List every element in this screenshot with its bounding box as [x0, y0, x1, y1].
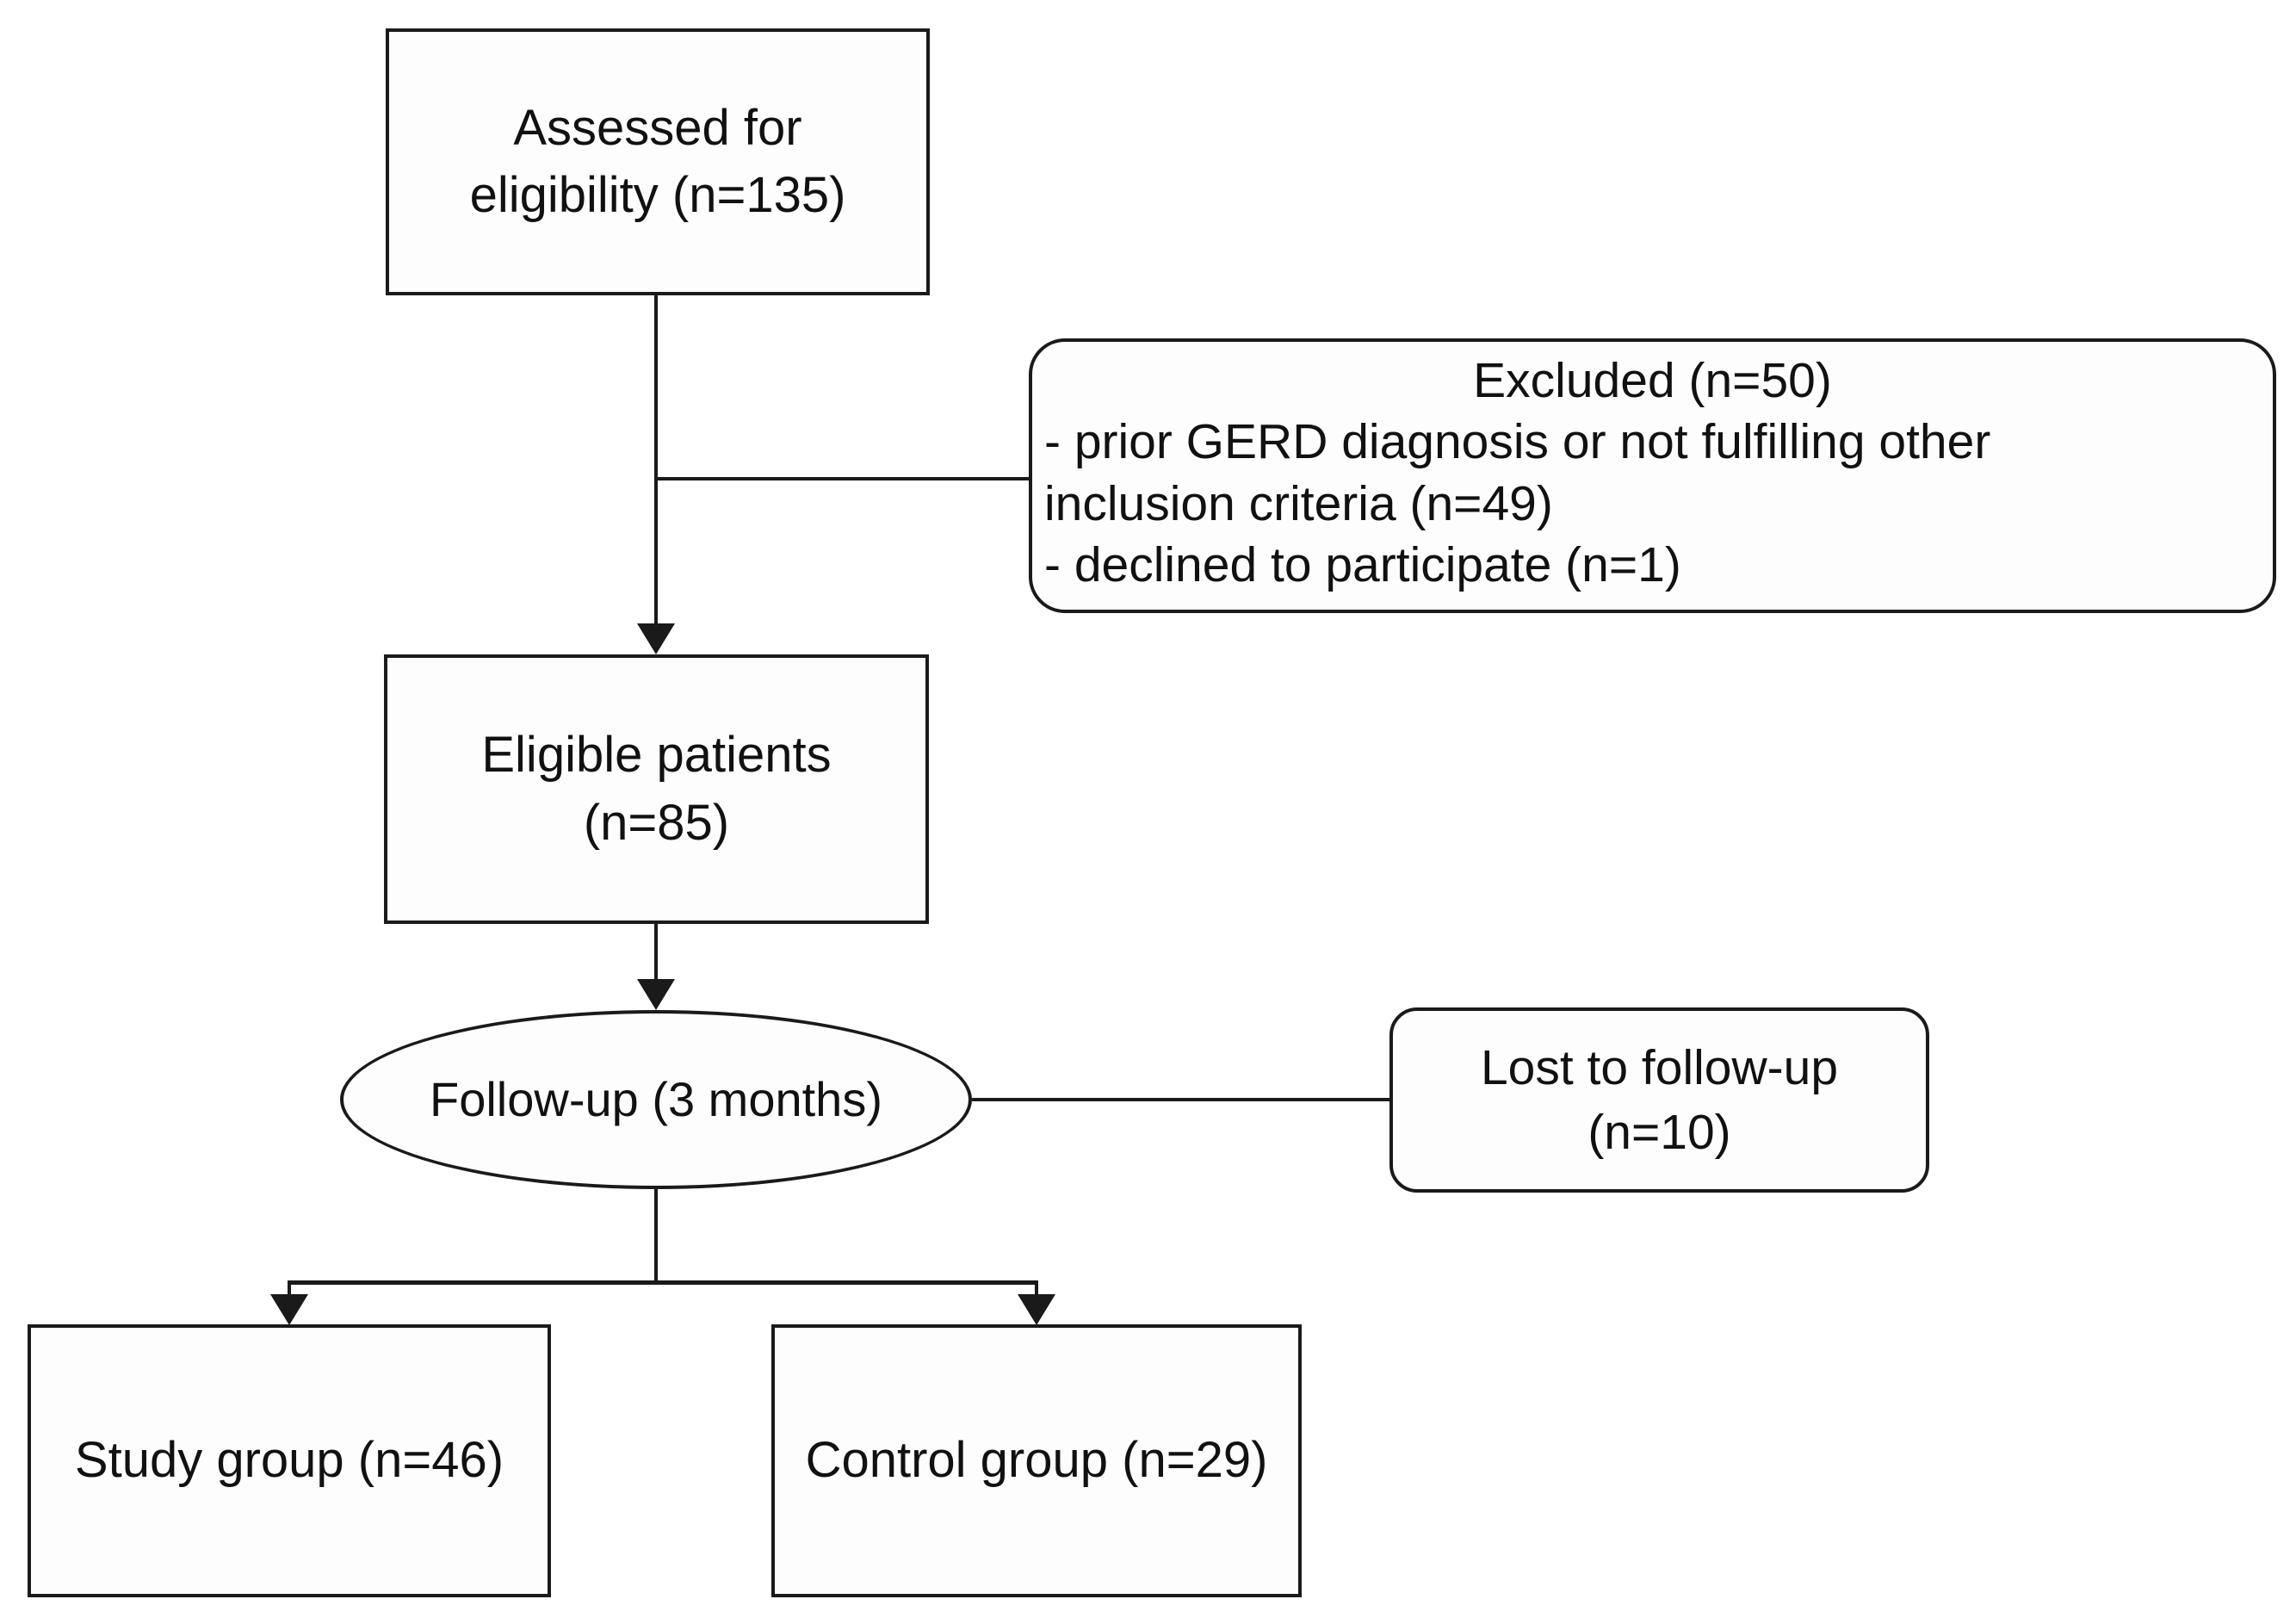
excluded-reason-2: - declined to participate (n=1)	[1044, 536, 1681, 592]
arrowhead-into-eligible-icon	[637, 623, 675, 654]
branch-bar	[288, 1280, 1038, 1285]
study-group-box: Study group (n=46)	[28, 1324, 551, 1597]
arrowhead-into-control-icon	[1018, 1294, 1055, 1325]
assessed-for-eligibility-label: Assessed for eligibility (n=135)	[469, 99, 846, 223]
arrowhead-into-followup-icon	[637, 979, 675, 1010]
eligible-patients-box: Eligible patients (n=85)	[384, 654, 929, 924]
lost-to-follow-up-label: Lost to follow-up (n=10)	[1480, 1040, 1839, 1160]
branch-stem-right	[1035, 1280, 1038, 1299]
excluded-reason-1: - prior GERD diagnosis or not fulfilling…	[1044, 414, 1991, 531]
connector-assessed-to-eligible	[654, 295, 658, 627]
connector-followup-to-lost	[972, 1098, 1389, 1101]
connector-followup-to-branch	[654, 1188, 658, 1284]
connector-eligible-to-followup	[654, 924, 658, 982]
follow-up-label: Follow-up (3 months)	[430, 1072, 882, 1127]
branch-stem-left	[288, 1280, 291, 1299]
control-group-label: Control group (n=29)	[805, 1432, 1268, 1489]
excluded-box: Excluded (n=50) - prior GERD diagnosis o…	[1029, 338, 2276, 613]
eligible-patients-label: Eligible patients (n=85)	[481, 727, 832, 851]
assessed-for-eligibility-box: Assessed for eligibility (n=135)	[386, 28, 930, 295]
follow-up-ellipse: Follow-up (3 months)	[340, 1010, 972, 1189]
excluded-title: Excluded (n=50)	[1473, 353, 1832, 408]
connector-branch-to-excluded	[656, 477, 1029, 480]
lost-to-follow-up-box: Lost to follow-up (n=10)	[1389, 1007, 1929, 1193]
arrowhead-into-study-icon	[270, 1294, 308, 1325]
study-group-label: Study group (n=46)	[74, 1432, 504, 1489]
control-group-box: Control group (n=29)	[771, 1324, 1302, 1597]
